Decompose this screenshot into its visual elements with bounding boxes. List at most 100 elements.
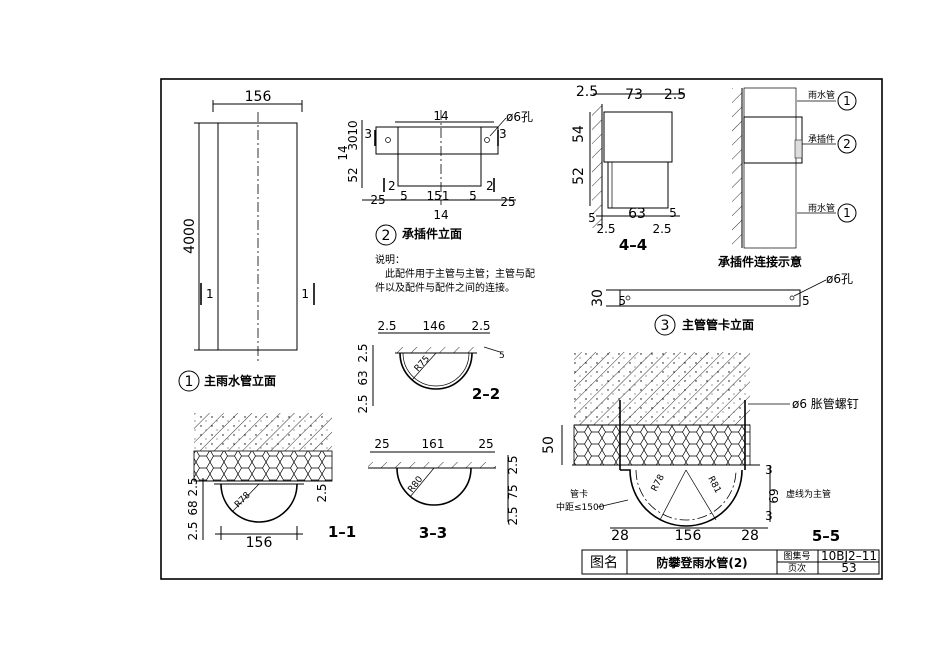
view2-base-25b: 25 — [500, 195, 515, 209]
view2-socket-elevation: 14 ø6孔 3 3 10 30 14 52 2 2 25 5 151 5 25… — [336, 109, 533, 246]
view2-cut3-right: 3 — [499, 127, 507, 141]
sec55-dim156: 156 — [675, 528, 702, 544]
section-3-3: 25 161 25 R80 2.5 75 2.5 3–3 — [368, 437, 520, 542]
sec33-radius: R80 — [406, 475, 425, 495]
connection-diagram: 雨水管 承插件 雨水管 1 2 1 承插件连接示意 — [718, 87, 857, 269]
view2-cut2-left: 2 — [388, 179, 396, 193]
sec33-side-b: 2.5 — [506, 506, 520, 525]
sec33-label: 3–3 — [419, 524, 447, 542]
sec44-side-52: 52 — [571, 167, 587, 185]
view2-dim-10: 10 — [346, 120, 360, 135]
view2-label-num: 2 — [382, 228, 391, 244]
note-line2: 件以及配件与配件之间的连接。 — [375, 281, 515, 294]
view2-base-151: 151 — [427, 189, 450, 203]
tb-name: 防攀登雨水管(2) — [656, 555, 747, 570]
sec22-side-b: 2.5 — [356, 394, 370, 413]
sec22-top-mid: 146 — [423, 319, 446, 333]
sec22-label: 2–2 — [472, 385, 500, 403]
sec55-dim28a: 28 — [611, 528, 629, 544]
view3-clip-elevation: 30 5 5 ø6孔 3 主管管卡立面 — [590, 272, 853, 336]
tb-page-label: 页次 — [788, 562, 806, 574]
sec22-top-b: 2.5 — [471, 319, 490, 333]
sec55-dim3b: 3 — [765, 509, 773, 523]
sec55-r1: R78 — [650, 473, 667, 494]
sec22-side-63: 63 — [356, 370, 370, 385]
sec11-label: 1–1 — [328, 523, 356, 541]
view1-cut-left: 1 — [206, 287, 214, 301]
view2-dim-14: 14 — [336, 145, 350, 160]
view2-hole: ø6孔 — [506, 110, 533, 124]
view3-label: 主管管卡立面 — [682, 317, 754, 332]
view3-dim5b: 5 — [802, 294, 810, 308]
sec44-bottom-5a: 5 — [588, 211, 596, 225]
conn-num-1: 1 — [843, 94, 851, 108]
conn-num-2: 2 — [843, 137, 851, 151]
sec33-side-75: 75 — [506, 484, 520, 499]
note-heading: 说明： — [375, 253, 405, 266]
sec44-top-b: 2.5 — [664, 87, 686, 103]
sec11-side-b: 2.5 — [186, 521, 200, 540]
view3-label-num: 3 — [661, 318, 670, 334]
tb-atlas: 10BJ2–11 — [821, 549, 877, 563]
sec11-right-dim: 2.5 — [315, 483, 329, 502]
view2-label: 承插件立面 — [402, 226, 462, 241]
sec33-top-a: 25 — [374, 437, 389, 451]
sec55-clip: 管卡 — [570, 488, 588, 500]
view2-base-25a: 25 — [370, 193, 385, 207]
sec44-base-a: 2.5 — [596, 222, 615, 236]
conn-title: 承插件连接示意 — [718, 254, 802, 269]
view2-cut2-right: 2 — [486, 179, 494, 193]
sec33-top-b: 25 — [478, 437, 493, 451]
title-block: 图名 防攀登雨水管(2) 图集号 10BJ2–11 页次 53 — [581, 549, 880, 575]
view2-cut3-left: 3 — [364, 127, 372, 141]
view2-base-5b: 5 — [469, 189, 477, 203]
sec55-dim28b: 28 — [741, 528, 759, 544]
sec44-bottom-5b: 5 — [669, 206, 677, 220]
conn-label-2: 承插件 — [808, 133, 835, 145]
view3-height: 30 — [590, 289, 606, 307]
sec22-radius: R75 — [413, 354, 432, 374]
sec22-top-a: 2.5 — [377, 319, 396, 333]
conn-num-3: 1 — [843, 206, 851, 220]
view1-label: 主雨水管立面 — [204, 373, 276, 388]
sec55-bolt: ø6 胀管螺钉 — [792, 396, 859, 411]
section-4-4: 2.5 73 2.5 54 52 5 63 5 2.5 2.5 4–4 — [571, 84, 686, 254]
sec22-small: 5 — [499, 351, 505, 361]
view2-dim-30: 30 — [346, 135, 360, 150]
tb-page: 53 — [841, 561, 856, 575]
sec33-top-mid: 161 — [422, 437, 445, 451]
view3-dim5a: 5 — [618, 294, 626, 308]
sec55-r2: R81 — [705, 475, 722, 495]
conn-label-1: 雨水管 — [808, 89, 835, 101]
sec44-bottom-63: 63 — [628, 206, 646, 222]
section-5-5: 50 R78 R81 ø6 胀管螺钉 管卡 中距≤1500 3 69 3 虚线为… — [541, 352, 859, 545]
tb-atlas-label: 图集号 — [783, 550, 810, 562]
view2-top-dim: 14 — [433, 109, 448, 123]
view2-base-5a: 5 — [400, 189, 408, 203]
sec44-side-54: 54 — [571, 125, 587, 143]
sec11-side-a: 2.5 — [186, 477, 200, 496]
sec55-note: 虚线为主管 — [786, 488, 831, 500]
view2-bottom-dim: 14 — [433, 208, 448, 222]
sec44-base-b: 2.5 — [652, 222, 671, 236]
sec44-top-73: 73 — [625, 87, 643, 103]
sec55-dim69: 69 — [767, 488, 781, 503]
section-1-1: R78 2.5 68 2.5 2.5 156 1–1 — [186, 413, 356, 551]
sec55-spacing: 中距≤1500 — [556, 501, 605, 513]
note-block: 说明： 此配件用于主管与主管；主管与配 件以及配件与配件之间的连接。 — [375, 253, 535, 294]
view1-label-num: 1 — [185, 374, 194, 390]
sec11-width: 156 — [246, 535, 273, 551]
sec55-dim3a: 3 — [765, 463, 773, 477]
sec33-side-a: 2.5 — [506, 455, 520, 474]
view1-main-pipe: 156 4000 1 1 1 主雨水管立面 — [178, 89, 315, 392]
tb-name-label: 图名 — [590, 555, 618, 571]
sec55-depth: 50 — [541, 436, 557, 454]
sec11-side-68: 68 — [186, 500, 200, 515]
sheet-frame — [160, 78, 883, 580]
section-2-2: 2.5 146 2.5 R75 5 2.5 63 2.5 2–2 — [356, 319, 505, 414]
sec44-top-a: 2.5 — [576, 84, 598, 100]
view1-width-dim: 156 — [245, 89, 272, 105]
view3-hole: ø6孔 — [826, 272, 853, 286]
sec22-side-a: 2.5 — [356, 343, 370, 362]
